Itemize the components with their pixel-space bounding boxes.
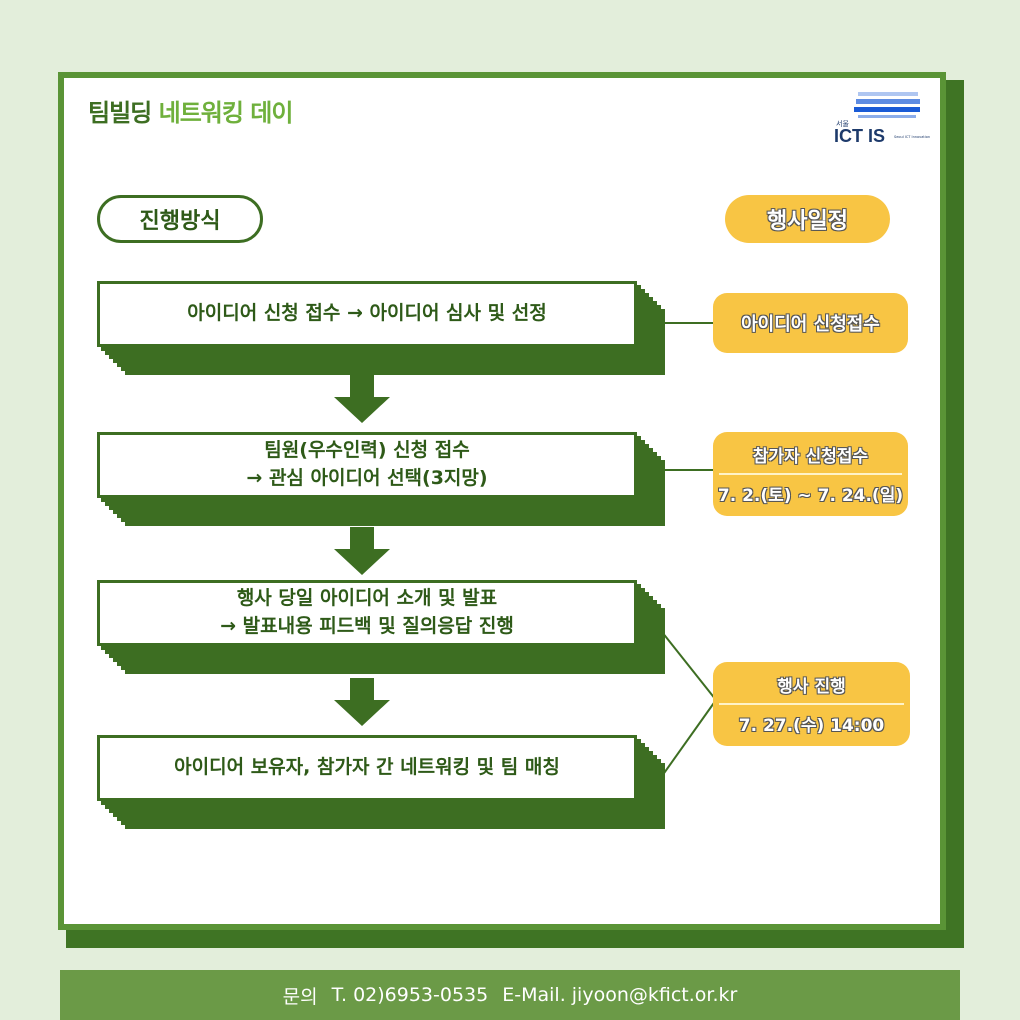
arrow-down-icon [334, 678, 390, 726]
process-step-3: 행사 당일 아이디어 소개 및 발표→ 발표내용 피드백 및 질의응답 진행 [97, 580, 637, 646]
svg-text:ICT IS: ICT IS [834, 126, 885, 146]
process-step-4: 아이디어 보유자, 참가자 간 네트워킹 및 팀 매칭 [97, 735, 637, 801]
logo-dots-icon: 서울 ICT IS Seoul ICT Innovation Square [834, 92, 944, 146]
contact-email: E-Mail. jiyoon@kfict.or.kr [502, 984, 738, 1006]
process-step-2: 팀원(우수인력) 신청 접수→ 관심 아이디어 선택(3지망) [97, 432, 637, 498]
process-section-label: 진행방식 [97, 195, 263, 243]
process-step-1: 아이디어 신청 접수 → 아이디어 심사 및 선정 [97, 281, 637, 347]
svg-text:Seoul ICT Innovation Square: Seoul ICT Innovation Square [894, 135, 930, 139]
ict-is-logo: 서울 ICT IS Seoul ICT Innovation Square [830, 88, 944, 148]
arrow-down-icon [334, 527, 390, 575]
arrow-down-icon [334, 375, 390, 423]
divider [719, 703, 904, 705]
schedule-item-idea-application: 아이디어 신청접수 [713, 293, 908, 353]
divider [719, 473, 902, 475]
contact-footer: 문의 T. 02)6953-0535 E-Mail. jiyoon@kfict.… [60, 970, 960, 1020]
page-title: 팀빌딩 네트워킹 데이 [88, 99, 293, 127]
schedule-section-label: 행사일정 [725, 195, 890, 243]
svg-text:서울: 서울 [836, 119, 849, 128]
